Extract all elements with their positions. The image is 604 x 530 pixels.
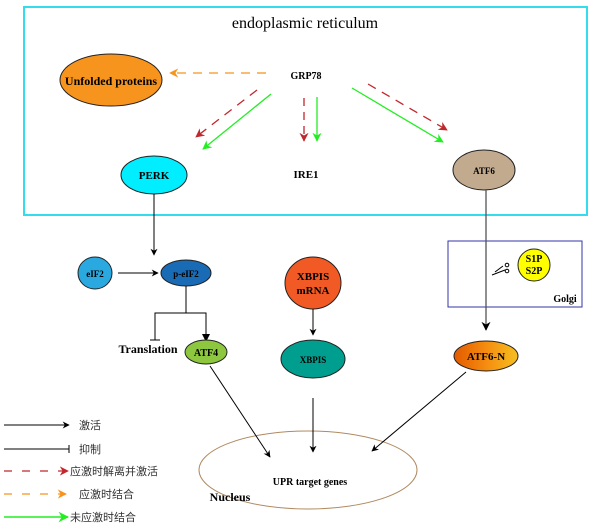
grp78-perk-bind-arrow xyxy=(202,93,272,150)
xbp1s-mrna-label-2: mRNA xyxy=(297,285,330,297)
atf6-label: ATF6 xyxy=(473,166,495,176)
peif2-atf4-arrowhead xyxy=(202,334,210,342)
unfolded-proteins-node xyxy=(59,53,163,107)
scissors-icon xyxy=(491,262,510,276)
grp78-atf6-dissociate-arrow xyxy=(367,83,448,131)
grp78-label: GRP78 xyxy=(290,71,321,82)
peif2-branch xyxy=(154,312,207,340)
xbp1s-node xyxy=(280,339,346,379)
translation-label: Translation xyxy=(118,342,177,356)
grp78-atf6-bind-arrow xyxy=(351,87,444,143)
unfolded-proteins-label: Unfolded proteins xyxy=(65,74,157,88)
s1p-s2p-node xyxy=(517,248,551,282)
s1p-label: S1P xyxy=(526,254,543,265)
atf4-label: ATF4 xyxy=(194,348,218,359)
atf6n-node xyxy=(453,340,519,372)
eif2-label: eIF2 xyxy=(86,269,104,279)
legend-inhibition-label: 抑制 xyxy=(79,442,101,456)
atf4-nucleus-arrow xyxy=(209,365,271,458)
s2p-label: S2P xyxy=(526,266,543,277)
legend: 激活 抑制 应激时解离并激活 应激时结合 未应激时结合 xyxy=(4,418,158,524)
legend-bind-nostress-label: 未应激时结合 xyxy=(70,510,136,524)
legend-bind-stress-label: 应激时结合 xyxy=(79,487,134,501)
eif2-node xyxy=(77,256,113,290)
er-compartment xyxy=(23,6,588,216)
atf6-node xyxy=(452,149,516,191)
peif2-label: p-eIF2 xyxy=(173,269,199,279)
atf6n-label: ATF6-N xyxy=(467,351,505,363)
er-label: endoplasmic reticulum xyxy=(232,15,379,32)
ire1-label: IRE1 xyxy=(293,169,318,181)
legend-activation-label: 激活 xyxy=(79,418,101,432)
xbp1s-label: XBPIS xyxy=(300,355,327,365)
atf6n-nucleus-arrow xyxy=(371,371,467,452)
golgi-compartment xyxy=(447,240,583,308)
nucleus-compartment xyxy=(198,430,418,510)
nucleus-label: Nucleus xyxy=(210,490,251,504)
atf4-node xyxy=(184,339,228,365)
golgi-label: Golgi xyxy=(553,294,577,305)
upr-target-genes-label: UPR target genes xyxy=(273,477,348,488)
xbp1s-mrna-node xyxy=(284,256,342,310)
grp78-perk-dissociate-arrow xyxy=(195,89,258,138)
perk-label: PERK xyxy=(139,170,170,182)
xbp1s-mrna-label-1: XBPIS xyxy=(297,271,329,283)
legend-dissociate-label: 应激时解离并激活 xyxy=(70,464,158,478)
